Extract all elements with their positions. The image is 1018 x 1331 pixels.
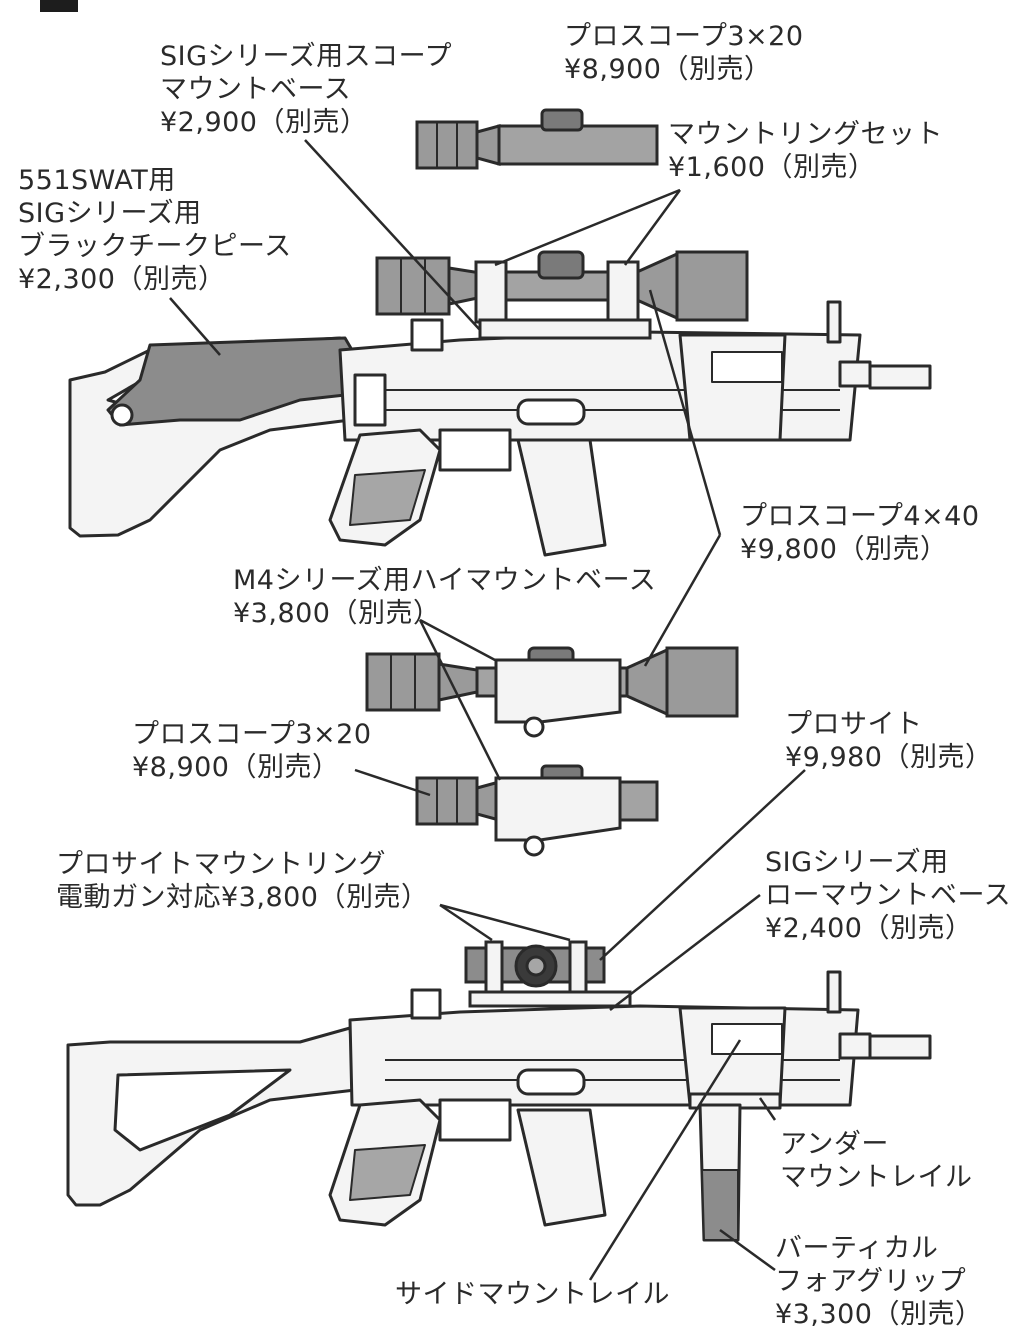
sig-scope-mount-base-price: ¥2,900（別売） — [160, 107, 368, 138]
label-mount-ring-set: マウントリングセット ¥1,600（別売） — [668, 118, 943, 184]
m4-high-mount-base-price: ¥3,800（別売） — [233, 598, 441, 629]
cheek-piece-line3: ブラックチークピース — [18, 231, 292, 262]
prosight-dot-sight — [464, 940, 632, 1008]
prosight-name: プロサイト — [785, 709, 923, 740]
rifle-bottom — [66, 970, 932, 1242]
scope-4x40-name: プロスコープ4×40 — [740, 501, 980, 532]
sig-low-mount-base-price: ¥2,400（別売） — [765, 913, 973, 944]
prosight-mount-ring-line2: 電動ガン対応¥3,800（別売） — [56, 882, 429, 913]
cheek-piece-line2: SIGシリーズ用 — [18, 198, 202, 229]
label-m4-high-mount-base: M4シリーズ用ハイマウントベース ¥3,800（別売） — [233, 564, 656, 630]
scope-3x20-mid-price: ¥8,900（別売） — [132, 752, 340, 783]
label-scope-3x20-top: プロスコープ3×20 ¥8,900（別売） — [564, 20, 804, 86]
scope-4x40-price: ¥9,800（別売） — [740, 534, 948, 565]
top-scope-3x20 — [415, 108, 659, 170]
label-cheek-piece: 551SWAT用 SIGシリーズ用 ブラックチークピース ¥2,300（別売） — [18, 164, 292, 296]
under-mount-rail-line2: マウントレイル — [780, 1162, 973, 1193]
mount-ring-set-price: ¥1,600（別売） — [668, 152, 876, 183]
label-sig-scope-mount-base: SIGシリーズ用スコープ マウントベース ¥2,900（別売） — [160, 40, 452, 139]
prosight-mount-ring-line1: プロサイトマウントリング — [56, 849, 386, 880]
vertical-foregrip-price: ¥3,300（別売） — [775, 1299, 983, 1330]
under-mount-rail-line1: アンダー — [780, 1129, 889, 1160]
high-mount-scope-4x40 — [365, 646, 739, 738]
page-header — [0, 0, 1018, 14]
label-side-mount-rail: サイドマウントレイル — [395, 1278, 670, 1311]
mount-ring-set-name: マウントリングセット — [668, 119, 943, 150]
high-mount-scope-3x20 — [415, 764, 659, 857]
sig-low-mount-base-line1: SIGシリーズ用 — [765, 847, 949, 878]
label-sig-low-mount-base: SIGシリーズ用 ローマウントベース ¥2,400（別売） — [765, 846, 1011, 945]
label-prosight-mount-ring: プロサイトマウントリング 電動ガン対応¥3,800（別売） — [56, 848, 428, 914]
header-marker-icon — [40, 0, 78, 12]
leader-lines — [169, 139, 806, 1281]
cheek-piece-price: ¥2,300（別売） — [18, 264, 226, 295]
vertical-foregrip-line1: バーティカル — [775, 1233, 939, 1264]
rifle-top — [68, 300, 932, 557]
label-scope-3x20-mid: プロスコープ3×20 ¥8,900（別売） — [132, 718, 372, 784]
cheek-piece-line1: 551SWAT用 — [18, 165, 176, 196]
sig-scope-mount-base-line1: SIGシリーズ用スコープ — [160, 41, 453, 72]
scope-3x20-mid-name: プロスコープ3×20 — [132, 719, 372, 750]
label-scope-4x40: プロスコープ4×40 ¥9,800（別売） — [740, 500, 980, 566]
vertical-foregrip-line2: フォアグリップ — [775, 1266, 967, 1297]
sig-low-mount-base-line2: ローマウントベース — [765, 880, 1012, 911]
sig-scope-mount-base-line2: マウントベース — [160, 74, 352, 105]
prosight-price: ¥9,980（別売） — [785, 742, 993, 773]
side-mount-rail-name: サイドマウントレイル — [395, 1279, 670, 1310]
m4-high-mount-base-name: M4シリーズ用ハイマウントベース — [233, 565, 657, 596]
label-vertical-foregrip: バーティカル フォアグリップ ¥3,300（別売） — [775, 1232, 982, 1331]
label-under-mount-rail: アンダー マウントレイル — [780, 1128, 973, 1194]
scope-3x20-top-name: プロスコープ3×20 — [564, 21, 804, 52]
scope-3x20-top-price: ¥8,900（別売） — [564, 54, 772, 85]
label-prosight: プロサイト ¥9,980（別売） — [785, 708, 992, 774]
